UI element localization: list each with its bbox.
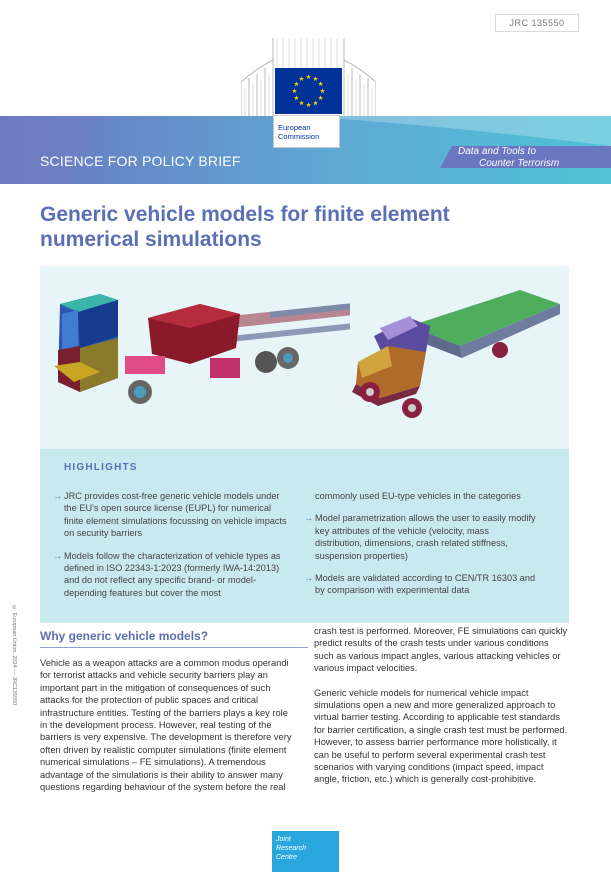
highlights-heading: HIGHLIGHTS <box>64 462 138 473</box>
arrow-bullet-icon: → <box>304 573 314 584</box>
arrow-bullet-icon: → <box>53 550 63 561</box>
highlight-continuation: commonly used EU-type vehicles in the ca… <box>304 490 538 502</box>
title-line-1: Generic vehicle models for finite elemen… <box>40 203 450 226</box>
section-divider <box>40 647 308 648</box>
vehicle-models-illustration <box>54 290 560 418</box>
section-heading: Why generic vehicle models? <box>40 629 209 643</box>
series-label: SCIENCE FOR POLICY BRIEF <box>40 153 241 169</box>
copyright-side-note: © European Union, 2024 — JRC135550 <box>11 605 17 706</box>
highlight-text: commonly used EU-type vehicles in the ca… <box>315 491 521 501</box>
highlight-item: → Model parametrization allows the user … <box>304 512 538 562</box>
body-paragraph: Generic vehicle models for numerical veh… <box>314 687 568 785</box>
truck-model <box>54 294 350 404</box>
highlight-text: Model parametrization allows the user to… <box>315 513 536 561</box>
eu-star-icon <box>306 102 311 108</box>
highlights-column-right: commonly used EU-type vehicles in the ca… <box>304 490 538 607</box>
jrc-logo: Joint Research Centre <box>272 831 339 872</box>
arrow-bullet-icon: → <box>53 491 63 501</box>
publisher-line-1: European <box>278 123 311 132</box>
publisher-line-2: Commission <box>278 132 320 141</box>
eu-star-icon <box>292 88 297 94</box>
eu-star-icon <box>299 100 304 106</box>
eu-star-icon <box>313 76 318 81</box>
highlight-text: Models are validated according to CEN/TR… <box>315 573 536 596</box>
document-reference: JRC 135550 <box>495 14 579 32</box>
pickup-model <box>352 290 560 418</box>
title-line-2: numerical simulations <box>40 228 262 251</box>
jrc-line-2: Research <box>276 845 306 852</box>
jrc-line-1: Joint <box>276 836 291 843</box>
body-text-right: crash test is performed. Moreover, FE si… <box>314 625 570 798</box>
jrc-line-3: Centre <box>276 854 298 861</box>
highlight-text: JRC provides cost-free generic vehicle m… <box>64 491 287 539</box>
eu-star-icon <box>318 81 324 87</box>
eu-star-icon <box>306 74 311 80</box>
eu-star-icon <box>293 95 299 101</box>
body-text-left: Vehicle as a weapon attacks are a common… <box>40 658 292 793</box>
highlights-box: HIGHLIGHTS → JRC provides cost-free gene… <box>40 449 569 623</box>
page-title: Generic vehicle models for finite elemen… <box>40 202 560 252</box>
body-paragraph: crash test is performed. Moreover, FE si… <box>314 626 568 674</box>
topic-line-1: Data and Tools to <box>458 146 537 157</box>
topic-line-2: Counter Terrorism <box>479 158 560 169</box>
highlight-item: → Models follow the characterization of … <box>53 550 287 600</box>
eu-star-icon <box>320 88 325 94</box>
vehicle-models-figure <box>40 266 569 449</box>
highlights-column-left: → JRC provides cost-free generic vehicle… <box>53 490 287 609</box>
eu-star-icon <box>293 81 299 87</box>
arrow-bullet-icon: → <box>304 513 314 524</box>
european-commission-label: European Commission <box>273 115 340 148</box>
eu-star-icon <box>299 76 304 81</box>
highlight-item: → JRC provides cost-free generic vehicle… <box>53 490 287 540</box>
header-band <box>0 116 611 184</box>
highlight-text: Models follow the characterization of ve… <box>64 550 281 598</box>
eu-stars-icon <box>292 74 325 108</box>
highlight-item: → Models are validated according to CEN/… <box>304 572 538 597</box>
eu-star-icon <box>313 100 318 106</box>
eu-star-icon <box>318 95 324 101</box>
